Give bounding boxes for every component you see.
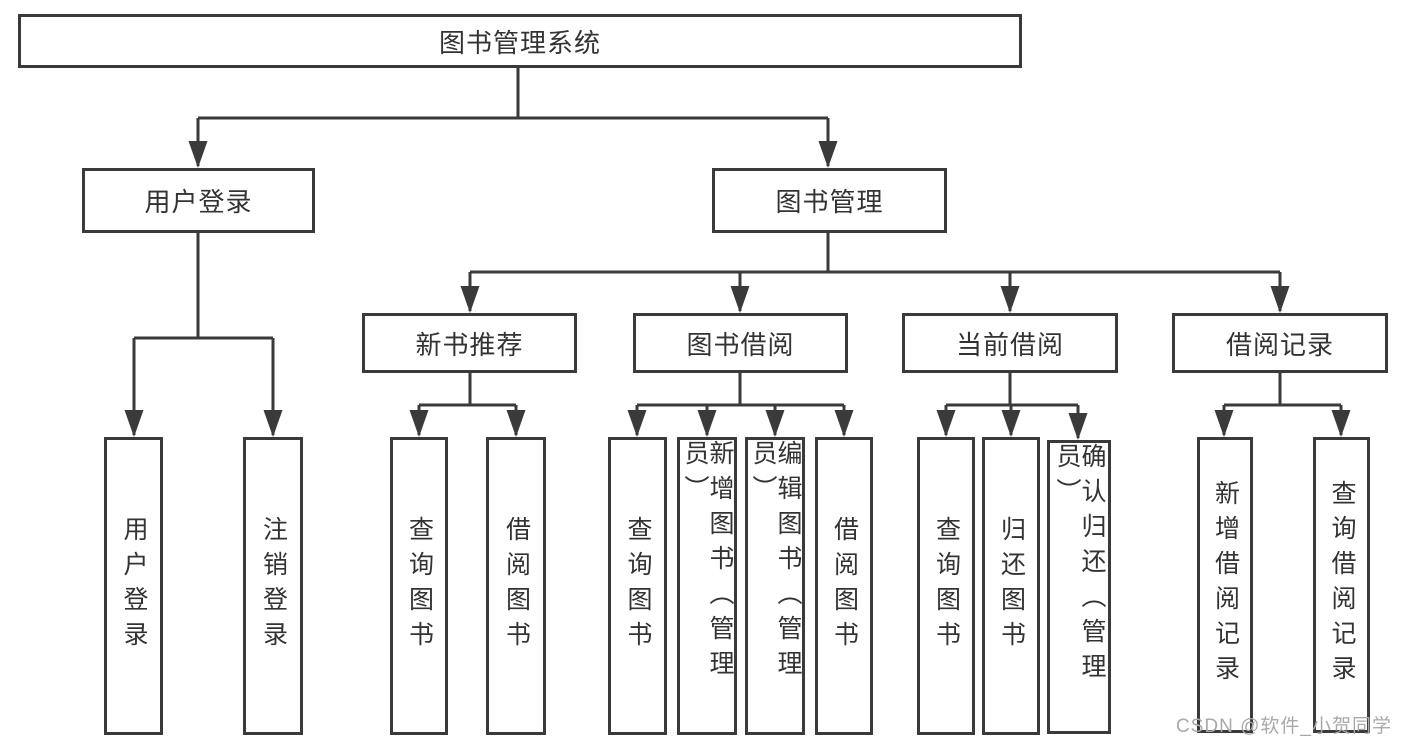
bar-root: [198, 68, 828, 120]
node-label: 新增借阅记录: [1211, 480, 1240, 690]
node-label: 借阅图书: [830, 516, 859, 656]
node-bb-query-book: 查询图书: [608, 437, 667, 735]
node-label: 注销登录: [259, 516, 288, 656]
node-book-borrow: 图书借阅: [633, 313, 848, 373]
node-label: 确认归还（管理员）: [1053, 443, 1106, 688]
node-cb-confirm-return-admin: 确认归还（管理员）: [1047, 440, 1111, 734]
node-bb-add-book-admin: 新增图书（管理员）: [677, 437, 737, 735]
node-current-borrow: 当前借阅: [902, 313, 1118, 373]
node-logout: 注销登录: [243, 437, 303, 735]
node-bb-edit-book-admin: 编辑图书（管理员）: [745, 437, 805, 735]
node-label: 查询图书: [624, 516, 652, 656]
node-cb-return-book: 归还图书: [982, 437, 1040, 735]
bar-book-management: [470, 233, 1280, 274]
node-br-query-borrow-record: 查询借阅记录: [1313, 437, 1370, 733]
node-label: 编辑图书（管理员）: [749, 440, 802, 685]
node-nb-borrow-book: 借阅图书: [486, 437, 546, 735]
node-label: 用户登录: [120, 516, 148, 656]
csdn-watermark: CSDN @软件_小贺同学: [1176, 716, 1392, 737]
node-bb-borrow-book: 借阅图书: [815, 437, 873, 735]
node-nb-query-book: 查询图书: [390, 437, 448, 735]
bar-borrow-record: [1224, 373, 1341, 407]
node-root-system: 图书管理系统: [18, 14, 1022, 68]
bar-new-book-recommend: [419, 373, 516, 407]
node-label: 查询图书: [932, 516, 961, 656]
node-label: 新增图书（管理员）: [681, 440, 734, 685]
node-label: 归还图书: [997, 516, 1026, 656]
bar-user-login: [134, 233, 273, 340]
node-login: 用户登录: [104, 437, 163, 735]
node-new-book-recommend: 新书推荐: [362, 313, 577, 373]
node-label: 查询借阅记录: [1328, 480, 1356, 690]
node-book-management: 图书管理: [712, 168, 947, 233]
node-label: 借阅图书: [502, 516, 531, 656]
node-br-add-borrow-record: 新增借阅记录: [1197, 437, 1253, 733]
node-borrow-record: 借阅记录: [1172, 313, 1388, 373]
node-user-login: 用户登录: [82, 168, 315, 233]
node-cb-query-book: 查询图书: [917, 437, 975, 735]
node-label: 查询图书: [405, 516, 434, 656]
bar-book-borrow: [637, 373, 844, 407]
bar-current-borrow: [946, 373, 1078, 407]
